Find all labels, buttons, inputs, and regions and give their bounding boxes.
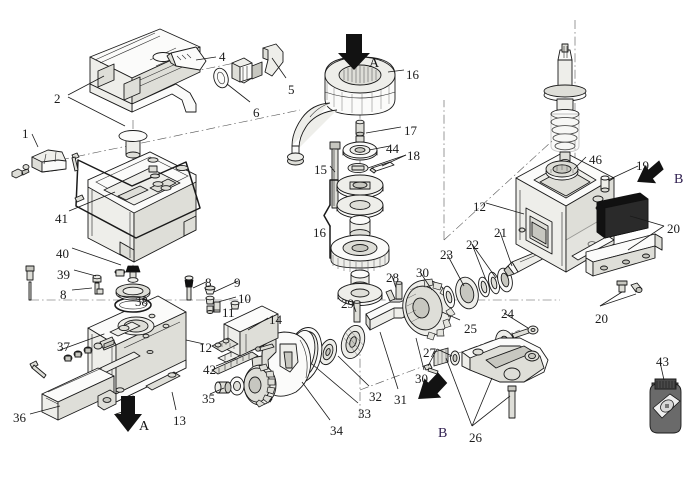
callout-30: 30 — [415, 371, 428, 386]
worm-shaft-assembly — [543, 43, 587, 165]
part-19-dowel — [600, 175, 610, 193]
part-26-27-linkage-arm — [423, 337, 549, 419]
leader-lines — [29, 56, 665, 427]
part-37-fastener-group — [59, 333, 105, 362]
callout-28: 28 — [386, 270, 399, 285]
callout-12: 12 — [199, 340, 212, 355]
callout-8: 8 — [205, 275, 212, 290]
callout-46: 46 — [589, 152, 602, 167]
part-28-29-pins — [353, 281, 403, 323]
callout-43: 43 — [656, 354, 669, 369]
callout-12: 12 — [473, 199, 486, 214]
callout-29: 29 — [341, 296, 354, 311]
hose-assembly — [287, 102, 338, 166]
callout-34: 34 — [330, 423, 343, 438]
part-16-rotor-stack — [323, 174, 390, 306]
part-20-rail — [585, 233, 663, 294]
part-1-bolts — [11, 164, 30, 179]
callout-42: 42 — [203, 362, 216, 377]
part-36-side-cover — [29, 360, 125, 421]
part-6-o-ring-small — [213, 67, 229, 89]
part-18-key — [347, 161, 395, 174]
part-40-plug — [114, 265, 141, 283]
part-2-cover-box — [89, 28, 201, 113]
part-14-cover-plate — [211, 305, 279, 357]
callout-24: 24 — [501, 306, 514, 321]
callout-10: 10 — [238, 291, 251, 306]
callout-16: 16 — [406, 67, 419, 82]
arrow-b-bottom — [418, 372, 448, 399]
callout-19: 19 — [636, 158, 649, 173]
callout-39: 39 — [57, 267, 70, 282]
section-marker-a-0: A — [369, 56, 380, 71]
part-4-flat-blade — [166, 46, 207, 71]
callout-33: 33 — [358, 406, 371, 421]
callout-16: 16 — [313, 225, 326, 240]
part-23-22-21 — [443, 247, 553, 310]
callout-11: 11 — [222, 305, 235, 320]
section-marker-a-1: A — [139, 419, 150, 434]
callout-8: 8 — [60, 287, 67, 302]
callout-4: 4 — [219, 49, 226, 64]
callout-14: 14 — [269, 312, 282, 327]
callout-26: 26 — [469, 430, 482, 445]
callout-27: 27 — [423, 345, 436, 360]
callout-21: 21 — [494, 225, 507, 240]
callout-13: 13 — [173, 413, 186, 428]
section-marker-b-3: B — [438, 426, 448, 441]
part-25-drive-gear — [402, 278, 456, 341]
callout-38: 38 — [135, 294, 148, 309]
fasteners-group-right — [184, 275, 240, 314]
callout-17: 17 — [404, 123, 417, 138]
callout-22: 22 — [466, 237, 479, 252]
battery-fasteners — [71, 152, 189, 203]
part-17-pin — [355, 119, 365, 143]
part-46-thrust-bearing — [545, 160, 579, 181]
arrow-a-top — [338, 34, 370, 70]
callout-44: 44 — [386, 141, 399, 156]
callout-9: 9 — [234, 275, 241, 290]
callout-25: 25 — [464, 321, 477, 336]
callout-36: 36 — [13, 410, 26, 425]
callout-32: 32 — [369, 389, 382, 404]
part-20-rubber-block — [596, 192, 649, 239]
callout-20: 20 — [667, 221, 680, 236]
part-15-long-bolt — [329, 141, 341, 209]
part-43-oil-bottle — [649, 378, 682, 434]
callout-20: 20 — [595, 311, 608, 326]
callout-40: 40 — [56, 246, 69, 261]
callout-18: 18 — [407, 148, 420, 163]
callout-30: 30 — [416, 265, 429, 280]
part-16-rotor-top — [324, 56, 396, 116]
callout-37: 37 — [57, 339, 70, 354]
part-1-bracket-clamp — [11, 149, 67, 179]
part-31-32-bearing — [318, 325, 366, 366]
callout-5: 5 — [288, 82, 295, 97]
part-5-nozzle-fitting — [231, 43, 284, 84]
arrow-b-right — [637, 160, 664, 184]
callout-2: 2 — [54, 91, 61, 106]
callout-23: 23 — [440, 247, 453, 262]
part-41-battery-case — [75, 130, 201, 263]
callout-35: 35 — [202, 391, 215, 406]
callout-41: 41 — [55, 211, 68, 226]
callout-6: 6 — [253, 105, 260, 120]
arrow-a-bottom — [114, 396, 142, 432]
fasteners-group-left — [25, 265, 104, 301]
part-12-13-housing — [87, 295, 187, 403]
callout-15: 15 — [314, 162, 327, 177]
part-44-bearing-upper — [342, 141, 378, 161]
callout-31: 31 — [394, 392, 407, 407]
callout-1: 1 — [22, 126, 29, 141]
section-marker-b-2: B — [674, 172, 684, 187]
